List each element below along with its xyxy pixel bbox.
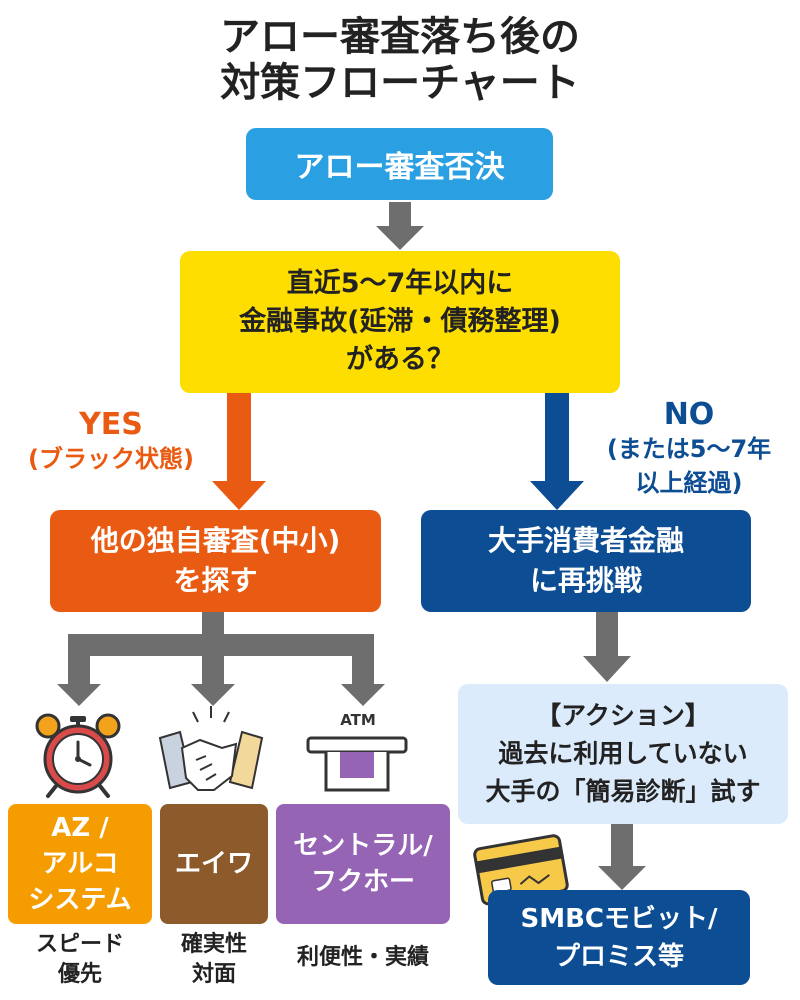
option-az-caption: スピード 優先 <box>8 930 152 990</box>
option-central-caption: 利便性・実績 <box>276 943 450 973</box>
arrow-yes-shaft <box>227 393 251 481</box>
start-label: アロー審査否決 <box>294 150 505 185</box>
title-line-1: アロー審査落ち後の <box>220 14 580 60</box>
option-az-line-3: システム <box>28 885 132 915</box>
option-central-caption-1: 利便性・実績 <box>296 945 429 970</box>
arrow-start-to-question-shaft <box>389 202 411 226</box>
title-line-2: 対策フローチャート <box>220 60 580 106</box>
option-az-alco-box: AZ / アルコ システム <box>8 804 152 924</box>
option-az-line-2: アルコ <box>41 849 119 879</box>
option-eiwa-caption-1: 確実性 <box>180 932 247 957</box>
start-box: アロー審査否決 <box>246 128 553 200</box>
final-result-box: SMBCモビット/ プロミス等 <box>488 890 750 985</box>
no-label-sub-2: 以上経過) <box>635 469 743 497</box>
question-line-3: がある？ <box>346 344 454 375</box>
action-line-3: 大手の「簡易診断」試す <box>485 777 761 806</box>
connector-left-drop <box>68 634 90 684</box>
arrow-no-shaft <box>545 393 569 481</box>
final-result-line-2: プロミス等 <box>553 941 684 972</box>
arrow-yes-head <box>212 481 266 510</box>
no-label-main: NO <box>663 397 715 432</box>
arrow-middle-option-head <box>191 684 235 706</box>
yes-label-main: YES <box>79 407 143 442</box>
no-label: NO (または5〜7年 以上経過) <box>580 398 798 500</box>
option-az-line-1: AZ / <box>51 813 109 843</box>
yes-label: YES (ブラック状態) <box>2 408 220 476</box>
no-label-sub-1: (または5〜7年 <box>606 435 772 463</box>
arrow-action-to-result-shaft <box>611 824 633 866</box>
yes-result-line-1: 他の独自審査(中小) <box>90 524 341 557</box>
arrow-no-head <box>530 481 584 510</box>
arrow-start-to-question-head <box>376 226 424 250</box>
option-eiwa-caption: 確実性 対面 <box>160 930 268 990</box>
question-line-1: 直近5〜7年以内に <box>286 268 514 299</box>
arrow-no-box-to-action-head <box>583 656 631 682</box>
no-result-line-2: に再挑戦 <box>529 564 642 597</box>
final-result-line-1: SMBCモビット/ <box>520 903 718 934</box>
no-result-box: 大手消費者金融 に再挑戦 <box>421 510 751 612</box>
action-line-2: 過去に利用していない <box>498 739 748 768</box>
arrow-right-option-head <box>341 684 385 706</box>
yes-label-sub: (ブラック状態) <box>28 445 194 473</box>
option-central-line-2: フクホー <box>310 867 415 897</box>
option-central-box: セントラル/ フクホー <box>276 804 450 924</box>
question-box: 直近5〜7年以内に 金融事故(延滞・債務整理) がある？ <box>180 251 620 393</box>
connector-middle-drop <box>202 634 224 684</box>
option-central-line-1: セントラル/ <box>293 831 433 861</box>
no-result-line-1: 大手消費者金融 <box>487 524 684 557</box>
yes-result-line-2: を探す <box>173 564 258 597</box>
yes-result-box: 他の独自審査(中小) を探す <box>50 510 381 612</box>
connector-right-drop <box>352 634 374 684</box>
action-line-1: 【アクション】 <box>536 701 710 730</box>
atm-label: ATM <box>340 711 376 729</box>
action-box: 【アクション】 過去に利用していない 大手の「簡易診断」試す <box>458 684 788 824</box>
arrow-left-option-head <box>57 684 101 706</box>
option-eiwa-line-1: エイワ <box>174 849 253 879</box>
handshake-icon <box>158 706 264 791</box>
atm-icon <box>306 736 408 792</box>
arrow-action-to-result-head <box>598 866 646 890</box>
credit-card-icon <box>473 834 569 906</box>
arrow-no-box-to-action-shaft <box>596 612 618 656</box>
option-az-caption-1: スピード <box>35 932 124 957</box>
option-eiwa-caption-2: 対面 <box>191 962 236 987</box>
question-line-2: 金融事故(延滞・債務整理) <box>239 306 561 337</box>
connector-vertical <box>202 612 224 640</box>
alarm-clock-icon <box>35 713 121 798</box>
option-az-caption-2: 優先 <box>57 962 102 987</box>
option-eiwa-box: エイワ <box>160 804 268 924</box>
